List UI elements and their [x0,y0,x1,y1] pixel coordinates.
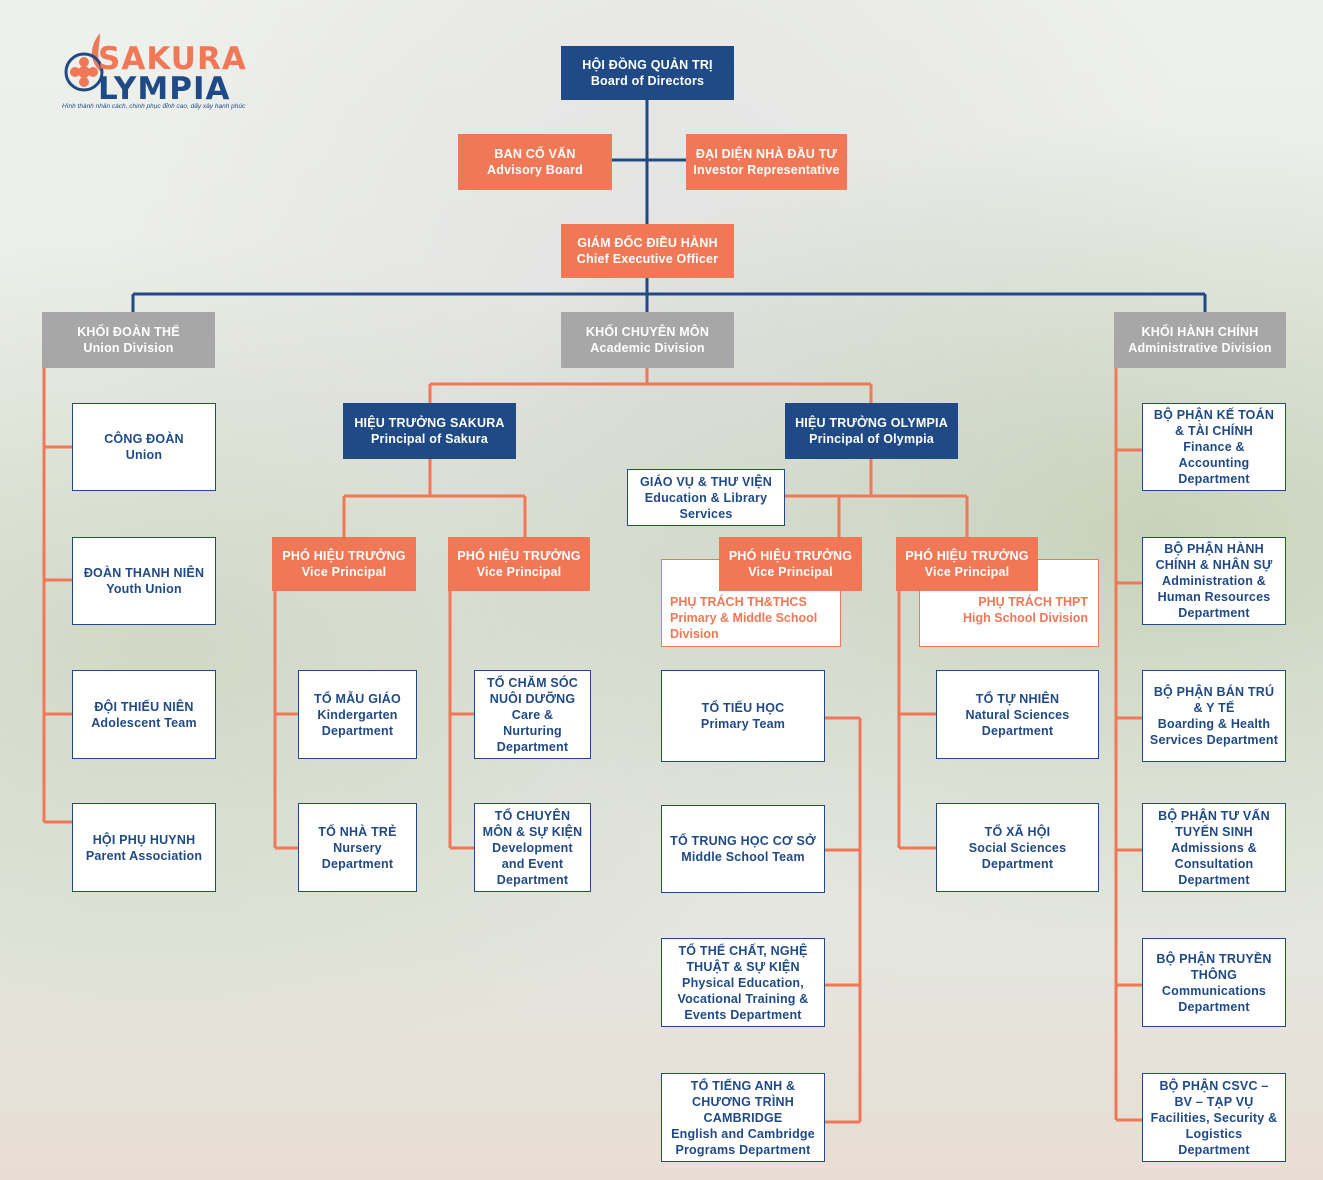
flame-flower-icon [64,33,104,92]
logo-text-sakura: SAKURA [98,41,247,77]
logo-tagline: Hình thành nhân cách, chinh phục đỉnh ca… [62,103,246,110]
sakura-olympia-logo: SAKURA LYMPIA Hình thành nhân cách, chin… [58,28,248,118]
logo-text-lympia: LYMPIA [98,71,231,107]
